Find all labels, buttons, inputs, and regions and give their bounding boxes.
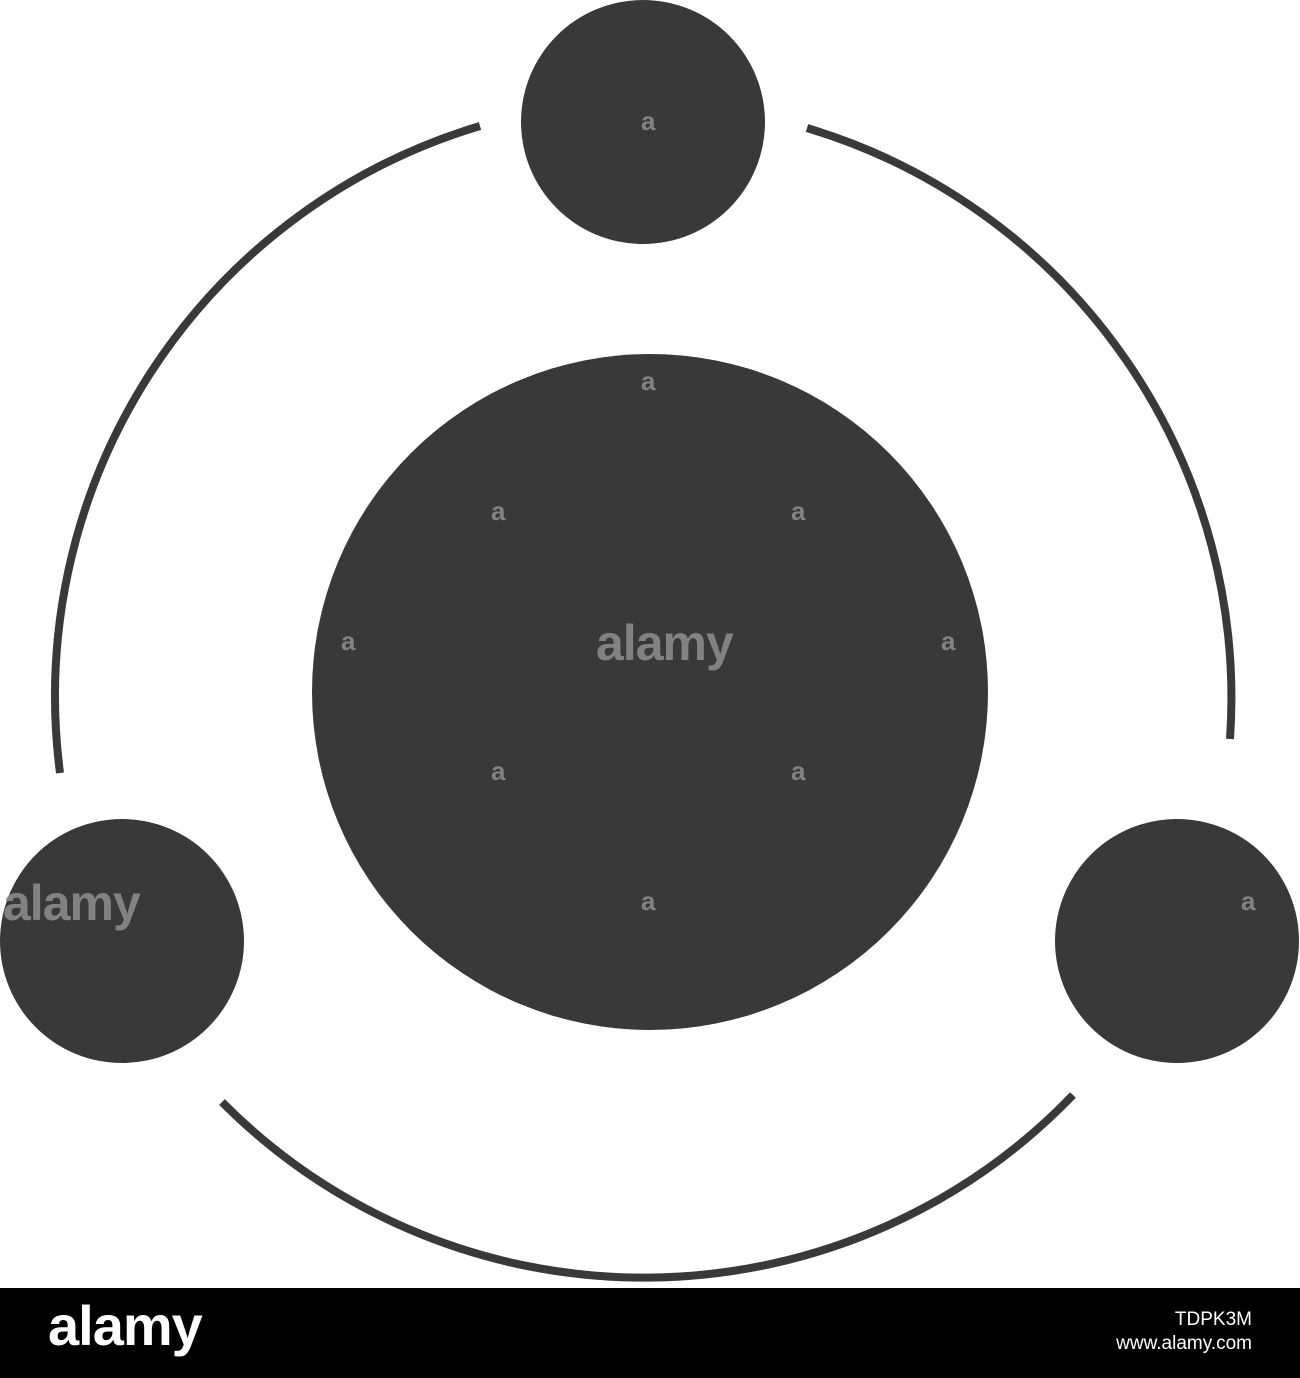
watermark-mark: a <box>641 366 656 396</box>
footer-image-info: TDPK3M www.alamy.com <box>1116 1308 1252 1356</box>
watermark-mark: a <box>491 496 506 526</box>
watermark-logo: alamy <box>3 875 141 931</box>
watermark-mark: a <box>641 886 656 916</box>
orbit-arc-top-left <box>51 122 482 774</box>
watermark-mark: a <box>791 756 806 786</box>
watermark-mark: a <box>341 626 356 656</box>
center-circle <box>312 354 988 1030</box>
footer-bar: alamy TDPK3M www.alamy.com <box>0 1288 1300 1378</box>
watermark-mark: a <box>941 626 956 656</box>
site-url: www.alamy.com <box>1116 1332 1252 1354</box>
watermark-mark: a <box>791 496 806 526</box>
orbit-arc-top-right <box>805 124 1236 740</box>
network-cycle-icon <box>0 0 1299 1282</box>
orbit-arc-bottom <box>219 1092 1076 1282</box>
node-circle-top <box>521 0 765 244</box>
image-id: TDPK3M <box>1174 1309 1252 1330</box>
watermark-mark: a <box>1241 886 1256 916</box>
footer-logo: alamy <box>48 1294 203 1357</box>
watermark-mark: a <box>641 106 656 136</box>
node-circle-left <box>0 819 244 1063</box>
watermark-logo: alamy <box>596 615 734 671</box>
watermark-mark: a <box>491 756 506 786</box>
node-circle-right <box>1055 819 1299 1063</box>
